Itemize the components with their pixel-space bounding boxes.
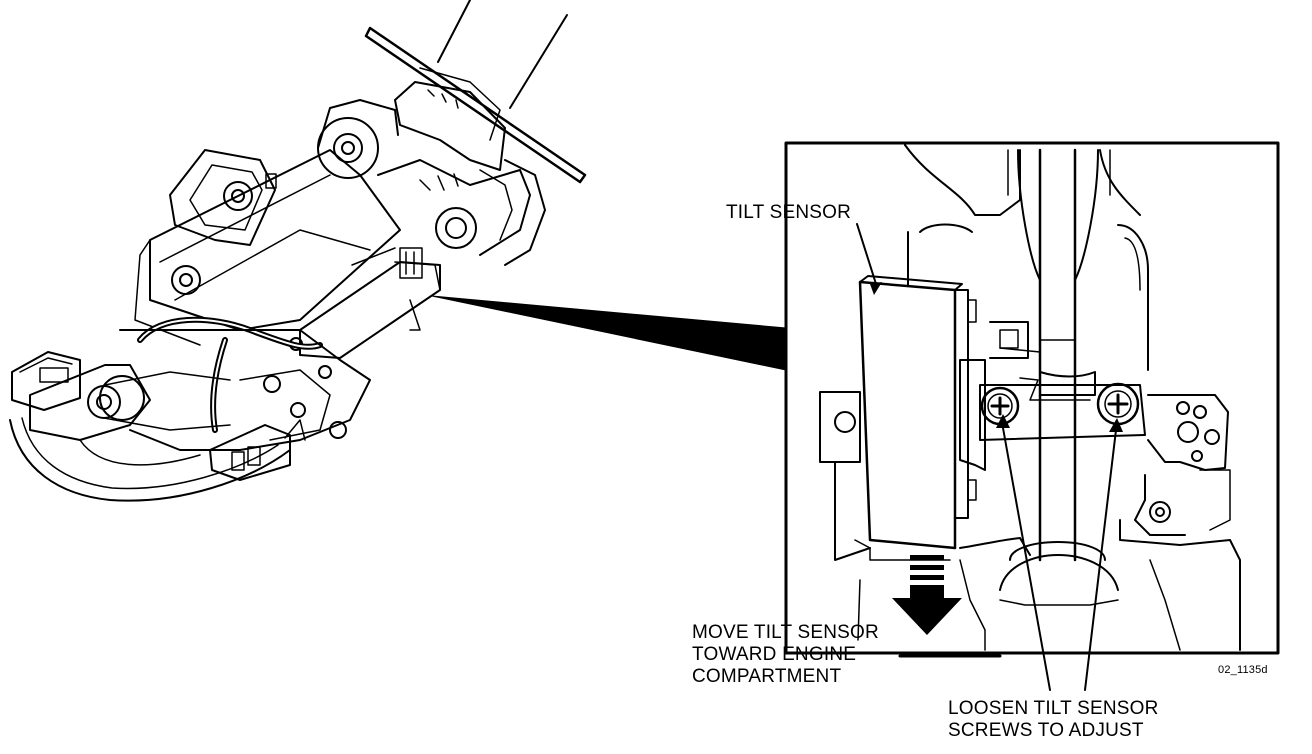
- tilt-sensor-label: TILT SENSOR: [726, 202, 852, 223]
- loosen-screws-label: LOOSEN TILT SENSOR SCREWS TO ADJUST: [948, 698, 1159, 742]
- detail-inset: [784, 141, 1280, 691]
- move-tilt-sensor-label: MOVE TILT SENSOR TOWARD ENGINE COMPARTME…: [692, 622, 879, 688]
- arrow-down-icon: [892, 555, 962, 635]
- callout-wedge: [431, 295, 787, 371]
- loosen-label-line: LOOSEN TILT SENSOR: [948, 698, 1159, 719]
- move-label-line: TOWARD ENGINE: [692, 644, 857, 665]
- move-label-line: MOVE TILT SENSOR: [692, 622, 879, 643]
- steering-column-assembly: [9, 0, 587, 502]
- move-label-line: COMPARTMENT: [692, 666, 842, 687]
- phillips-screw-icon: [980, 386, 1020, 426]
- figure-id: 02_1135d: [1218, 664, 1268, 676]
- phillips-screw-icon: [1096, 382, 1140, 426]
- loosen-label-line: SCREWS TO ADJUST: [948, 720, 1144, 741]
